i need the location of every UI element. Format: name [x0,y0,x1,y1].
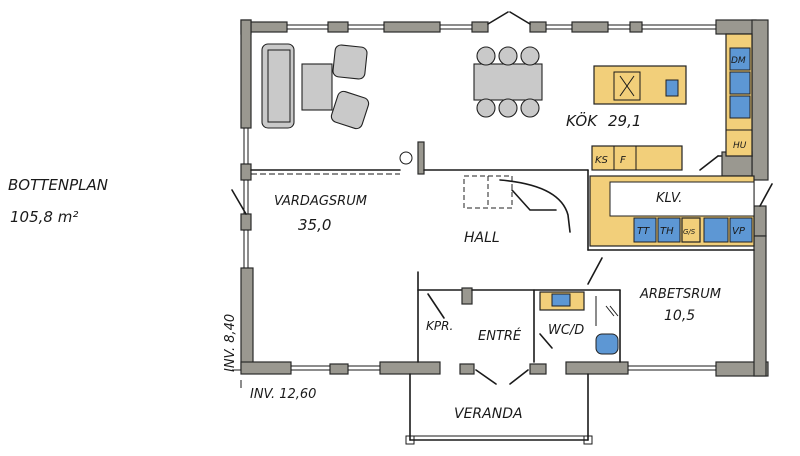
wall-top-6 [529,21,547,33]
chair [498,46,518,66]
wall-bottom-3 [379,361,441,375]
heat-pump [703,217,729,243]
wall-right-3 [753,235,767,377]
room-closet-name: KLV. [656,191,682,206]
study-door [587,257,603,285]
dining-table [473,63,543,101]
room-study-area: 10,5 [664,308,695,324]
wall-left-1 [240,19,252,129]
right-door [759,183,773,207]
wall-bottom-4 [459,363,475,375]
top-door [487,11,531,25]
veranda [405,373,593,445]
label-tt: TT [637,226,650,237]
dryer [657,217,681,243]
label-vp: VP [732,226,746,237]
dim-width-label: INV. 12,60 [250,387,316,402]
wall-bottom-6 [565,361,629,375]
coffee-table [301,63,333,111]
wall-top-3 [327,21,349,33]
living-furniture [261,43,370,130]
bathroom-fixtures [539,291,619,355]
coat-door [427,293,445,319]
label-ks: KS [595,155,609,166]
wall-bottom-1 [240,361,292,375]
plan-title: BOTTENPLAN [8,176,108,194]
wall-top-7 [571,21,609,33]
wall-entry-post [461,287,473,305]
wall-divider [417,141,425,175]
wc-door [539,333,553,349]
dining-set [473,46,543,118]
stove-symbol [399,151,413,165]
entry-door [475,369,529,385]
toilet [595,333,619,355]
plan-area: 105,8 m² [10,208,78,226]
room-living-name: VARDAGSRUM [274,194,367,209]
room-entry-name: ENTRÉ [478,328,522,344]
label-f: F [620,155,626,166]
room-hall-name: HALL [464,230,500,246]
wall-left-4 [240,267,254,371]
shower-symbol [605,305,619,317]
kitchen-fixtures [589,33,755,247]
label-th: TH [660,226,674,237]
wall-left-3 [240,213,252,231]
room-kitchen-area: 29,1 [608,112,641,130]
wall-top-2 [250,21,288,33]
armchair-1 [332,44,368,80]
chair [520,46,540,66]
chair [498,98,518,118]
wall-top-9 [715,19,757,35]
label-gs: G/S [683,228,696,236]
wall-top-5 [471,21,489,33]
wall-top-4 [383,21,441,33]
room-wc-name: WC/D [548,323,584,338]
wc-sink [551,293,571,307]
chair [476,98,496,118]
exterior-walls [231,11,773,385]
chair [520,98,540,118]
stair-outline [463,175,513,209]
armchair-2 [330,90,370,130]
room-kitchen-name: KÖK [566,111,598,130]
stair-path [499,179,571,233]
dim-depth-label: INV. 8,40 [223,314,238,372]
wall-bottom-5 [529,363,547,375]
wall-top-8 [629,21,643,33]
washer [633,217,657,243]
wall-bottom-2 [329,363,349,375]
island-sink [665,79,679,97]
wall-left-2 [240,163,252,181]
wall-right-2 [753,205,767,237]
label-dm: DM [731,56,746,66]
sofa [261,43,295,129]
room-veranda-name: VERANDA [454,406,523,422]
chair [476,46,496,66]
label-hu: HU [733,141,747,151]
counter-lower [591,145,683,171]
room-study-name: ARBETSRUM [639,287,721,302]
wall-right-1 [751,19,769,181]
room-living-area: 35,0 [298,216,331,234]
left-door [231,189,247,215]
room-coat-name: KPR. [426,319,453,333]
dishwasher [729,47,751,71]
